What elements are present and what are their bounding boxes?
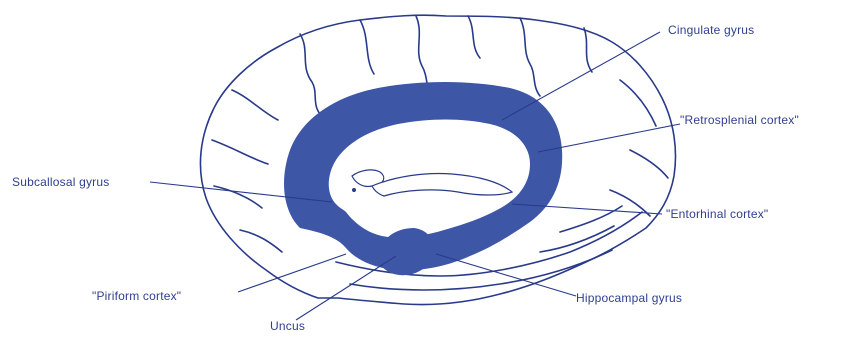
label-entorhinal-cortex: "Entorhinal cortex" bbox=[666, 207, 768, 221]
label-subcallosal-gyrus: Subcallosal gyrus bbox=[12, 175, 109, 189]
label-piriform-cortex: "Piriform cortex" bbox=[92, 289, 181, 303]
corpus-callosum bbox=[372, 174, 512, 197]
label-hippocampal-gyrus: Hippocampal gyrus bbox=[576, 291, 682, 305]
label-cingulate-gyrus: Cingulate gyrus bbox=[668, 23, 754, 37]
label-uncus: Uncus bbox=[270, 319, 305, 333]
marker-dot bbox=[352, 188, 356, 192]
label-retrosplenial-cortex: "Retrosplenial cortex" bbox=[680, 113, 799, 127]
